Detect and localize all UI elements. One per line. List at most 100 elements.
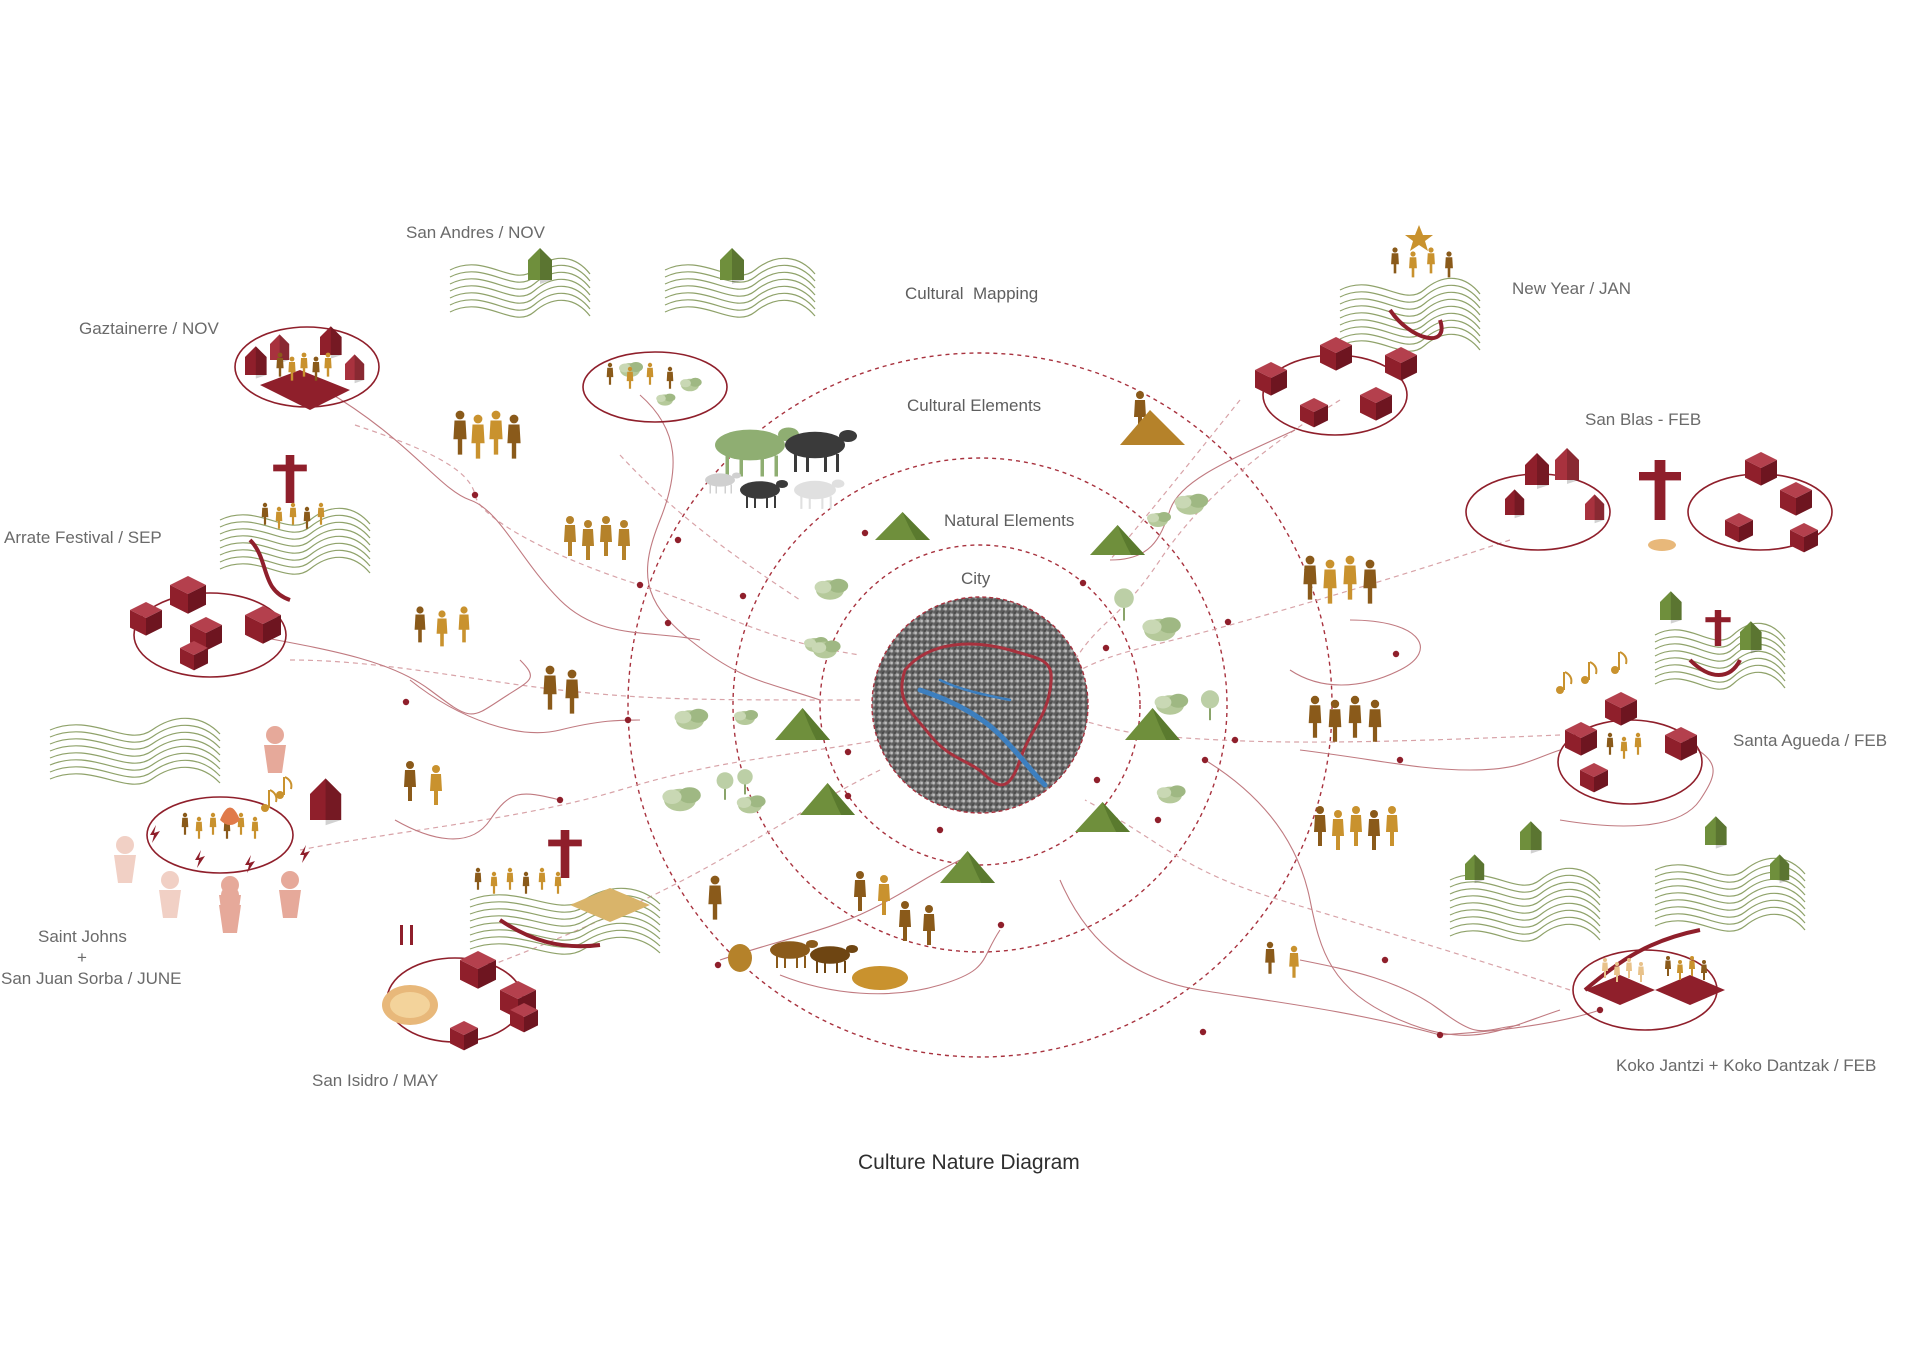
house-shape (1525, 453, 1549, 485)
route-curve (1299, 959, 1521, 1032)
person-figure (1368, 699, 1382, 742)
crowd-body (279, 890, 301, 918)
figure-body (1689, 960, 1695, 976)
animal-head (846, 945, 858, 953)
cube-left (245, 615, 263, 644)
figure-body (600, 525, 612, 556)
person-figure (289, 502, 297, 525)
bolt-shape (245, 855, 255, 873)
festival-label-san-juan-sorba: San Juan Sorba / JUNE (1, 969, 181, 988)
mountain-icon (800, 783, 855, 815)
contour-line (1449, 916, 1601, 935)
note-stem (1563, 672, 1565, 690)
person-figure (312, 356, 320, 381)
people-group (1134, 391, 1146, 431)
figure-head (301, 352, 307, 358)
house-shape (1705, 816, 1727, 845)
figure-head (1334, 810, 1342, 818)
crowd-head (116, 836, 134, 854)
contour-line (469, 929, 661, 948)
route-curve (324, 389, 701, 641)
ring-label-city: City (961, 569, 991, 588)
figure-head (473, 414, 483, 424)
link-path (354, 424, 861, 656)
animal-body (785, 431, 845, 459)
animal-leg (836, 961, 838, 973)
mountain-icon (1075, 802, 1130, 832)
house-shape (1585, 494, 1605, 520)
plant-icon (680, 377, 702, 392)
bush-blob (1157, 512, 1171, 522)
cube-right (263, 615, 281, 644)
mountain-icon (1090, 525, 1145, 555)
link-dot (674, 536, 682, 544)
figure-body (554, 876, 562, 894)
figure-body (288, 362, 296, 381)
moon-icon (253, 709, 262, 727)
cross-icon (1639, 460, 1681, 520)
figure-body (303, 511, 311, 529)
person-figure (209, 812, 217, 835)
contour-line (664, 264, 816, 283)
figure-head (647, 362, 653, 368)
plant-icon (814, 578, 849, 600)
figure-head (1621, 736, 1627, 742)
contour-line (1654, 899, 1806, 918)
house-icon (310, 778, 342, 826)
star-icon (1405, 225, 1433, 251)
figure-body (1638, 966, 1644, 982)
figure-body (490, 876, 498, 894)
cube-left (1320, 345, 1336, 371)
cube-icon (460, 951, 496, 989)
figure-head (555, 871, 561, 877)
bolt-shape (300, 845, 310, 863)
link-dot (997, 921, 1005, 929)
figure-head (1635, 732, 1641, 738)
cube-left (460, 960, 478, 989)
person-figure (237, 812, 245, 835)
house-shade (1530, 821, 1542, 854)
people-group (1606, 732, 1642, 759)
cube-right (1581, 730, 1597, 756)
cross-horizontal (1705, 617, 1731, 623)
figure-head (1446, 251, 1452, 257)
house-icon (1585, 494, 1605, 524)
house-icon (720, 248, 744, 284)
link-dot (556, 796, 564, 804)
contour-line (219, 542, 371, 561)
figure-body (471, 424, 485, 459)
figure-head (1627, 958, 1631, 962)
link-path (1079, 719, 1561, 743)
cross-vertical (1654, 460, 1666, 520)
house-shade (325, 778, 342, 826)
person-figure (522, 871, 530, 894)
person-figure (181, 812, 189, 835)
person-figure (1665, 956, 1671, 976)
animal-head (831, 479, 845, 488)
crowd-figure (114, 836, 136, 883)
animal-leg (824, 961, 826, 973)
figure-body (312, 362, 320, 381)
cube-left (1580, 770, 1594, 793)
animal-leg (804, 956, 806, 968)
horse-figure (715, 427, 799, 477)
house-shade (1779, 854, 1790, 884)
animal-body (770, 941, 810, 959)
figure-head (491, 410, 501, 420)
note-flag (1619, 651, 1628, 665)
cube-left (1385, 355, 1401, 381)
figure-head (584, 520, 592, 528)
mountain-icon (1125, 708, 1180, 740)
contour-line (49, 731, 221, 750)
bush-blob (656, 394, 666, 402)
figure-body (261, 507, 269, 525)
bush-blob (1158, 617, 1181, 634)
tree-trunk (724, 787, 726, 800)
person-figure (458, 606, 470, 643)
music-note-icon (1581, 661, 1598, 684)
link-dot (1224, 618, 1232, 626)
person-figure (414, 606, 426, 643)
contour-line (469, 908, 661, 927)
festival-label-arrate: Arrate Festival / SEP (4, 528, 162, 547)
person-figure (878, 875, 890, 915)
